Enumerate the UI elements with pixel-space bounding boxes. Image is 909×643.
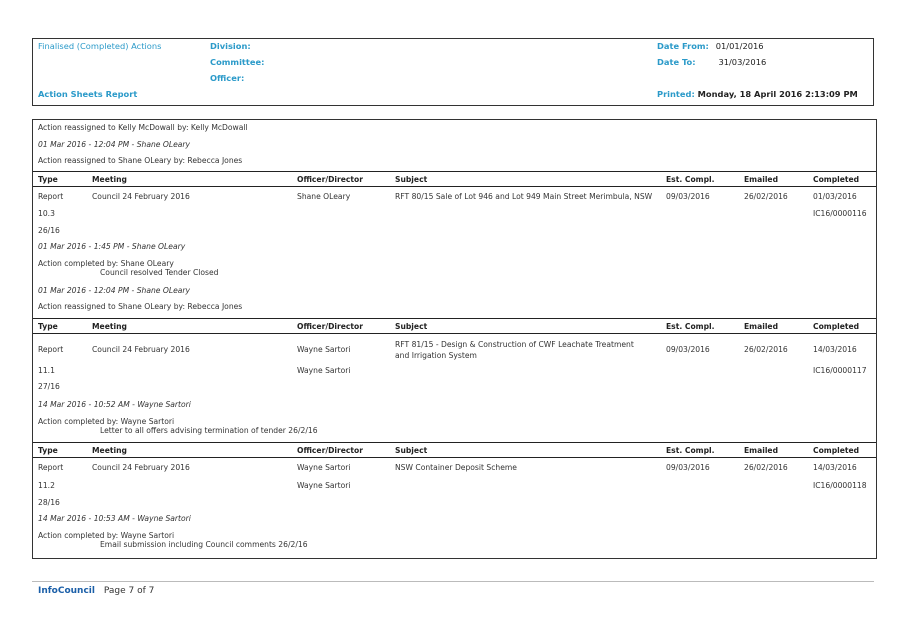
intro-line: 01 Mar 2016 - 12:04 PM - Shane OLeary bbox=[38, 140, 191, 149]
col-est-compl: Est. Compl. bbox=[666, 446, 715, 455]
action-officer: Wayne Sartori bbox=[297, 345, 351, 354]
intro-line: Action reassigned to Shane OLeary by: Re… bbox=[38, 156, 243, 165]
col-completed: Completed bbox=[813, 322, 860, 331]
date-to: Date To: 31/03/2016 bbox=[657, 57, 766, 67]
col-est-compl: Est. Compl. bbox=[666, 322, 715, 331]
date-from-value: 01/01/2016 bbox=[715, 41, 764, 51]
action-completed: 14/03/2016 bbox=[813, 463, 857, 472]
report-title: Action Sheets Report bbox=[38, 89, 138, 99]
table-header: Type Meeting Officer/Director Subject Es… bbox=[33, 171, 876, 187]
date-from: Date From: 01/01/2016 bbox=[657, 41, 764, 51]
action-note-line: Action completed by: Wayne Sartori bbox=[38, 417, 175, 426]
action-note: 01 Mar 2016 - 12:04 PM - Shane OLeary bbox=[38, 286, 191, 295]
action-note: Action completed by: Wayne Sartori Email… bbox=[38, 531, 308, 549]
action-subject: RFT 81/15 - Design & Construction of CWF… bbox=[395, 340, 634, 360]
date-from-label: Date From: bbox=[657, 41, 709, 51]
action-note-detail: Council resolved Tender Closed bbox=[100, 268, 219, 277]
date-to-label: Date To: bbox=[657, 57, 696, 67]
col-emailed: Emailed bbox=[744, 322, 779, 331]
action-officer-secondary: Wayne Sartori bbox=[297, 366, 351, 375]
action-note: Action completed by: Shane OLeary Counci… bbox=[38, 259, 219, 277]
col-meeting: Meeting bbox=[92, 322, 127, 331]
printed-label: Printed: bbox=[657, 89, 695, 99]
action-type: Report bbox=[38, 463, 64, 472]
action-number: 28/16 bbox=[38, 498, 60, 507]
action-note: Action reassigned to Shane OLeary by: Re… bbox=[38, 302, 243, 311]
action-type: Report bbox=[38, 192, 64, 201]
action-type: Report bbox=[38, 345, 64, 354]
action-number: 27/16 bbox=[38, 382, 60, 391]
action-est-compl: 09/03/2016 bbox=[666, 192, 710, 201]
action-subject: RFT 80/15 Sale of Lot 946 and Lot 949 Ma… bbox=[395, 192, 653, 201]
date-to-value: 31/03/2016 bbox=[718, 57, 767, 67]
action-officer: Shane OLeary bbox=[297, 192, 351, 201]
infocouncil-logo: InfoCouncil bbox=[38, 586, 95, 596]
action-officer: Wayne Sartori bbox=[297, 463, 351, 472]
action-completed: 01/03/2016 bbox=[813, 192, 857, 201]
action-est-compl: 09/03/2016 bbox=[666, 463, 710, 472]
action-item: 11.2 bbox=[38, 481, 55, 490]
action-meeting: Council 24 February 2016 bbox=[92, 345, 190, 354]
action-note-detail: Email submission including Council comme… bbox=[100, 540, 308, 549]
report-header: Finalised (Completed) Actions Action She… bbox=[32, 38, 874, 106]
action-note: 01 Mar 2016 - 1:45 PM - Shane OLeary bbox=[38, 242, 186, 251]
col-officer: Officer/Director bbox=[297, 175, 363, 184]
col-subject: Subject bbox=[395, 446, 428, 455]
table-header: Type Meeting Officer/Director Subject Es… bbox=[33, 318, 876, 334]
action-note-detail: Letter to all offers advising terminatio… bbox=[100, 426, 318, 435]
action-meeting: Council 24 February 2016 bbox=[92, 463, 190, 472]
col-officer: Officer/Director bbox=[297, 446, 363, 455]
action-item: 10.3 bbox=[38, 209, 55, 218]
printed: Printed: Monday, 18 April 2016 2:13:09 P… bbox=[657, 89, 858, 99]
col-type: Type bbox=[38, 322, 58, 331]
officer-label: Officer: bbox=[210, 73, 245, 83]
division-label: Division: bbox=[210, 41, 251, 51]
action-note-line: Action completed by: Wayne Sartori bbox=[38, 531, 175, 540]
col-meeting: Meeting bbox=[92, 446, 127, 455]
action-item: 11.1 bbox=[38, 366, 55, 375]
action-note-line: Action completed by: Shane OLeary bbox=[38, 259, 174, 268]
col-est-compl: Est. Compl. bbox=[666, 175, 715, 184]
action-ref: IC16/0000117 bbox=[813, 366, 867, 375]
col-officer: Officer/Director bbox=[297, 322, 363, 331]
action-note: Action completed by: Wayne Sartori Lette… bbox=[38, 417, 318, 435]
col-meeting: Meeting bbox=[92, 175, 127, 184]
page-footer: InfoCouncil Page 7 of 7 bbox=[38, 586, 154, 596]
action-ref: IC16/0000116 bbox=[813, 209, 867, 218]
action-meeting: Council 24 February 2016 bbox=[92, 192, 190, 201]
col-type: Type bbox=[38, 175, 58, 184]
action-emailed: 26/02/2016 bbox=[744, 345, 788, 354]
col-emailed: Emailed bbox=[744, 446, 779, 455]
action-est-compl: 09/03/2016 bbox=[666, 345, 710, 354]
col-emailed: Emailed bbox=[744, 175, 779, 184]
action-emailed: 26/02/2016 bbox=[744, 463, 788, 472]
action-note: 14 Mar 2016 - 10:53 AM - Wayne Sartori bbox=[38, 514, 191, 523]
table-header: Type Meeting Officer/Director Subject Es… bbox=[33, 442, 876, 458]
col-completed: Completed bbox=[813, 446, 860, 455]
intro-line: Action reassigned to Kelly McDowall by: … bbox=[38, 123, 248, 132]
footer-divider bbox=[32, 581, 874, 582]
action-note: 14 Mar 2016 - 10:52 AM - Wayne Sartori bbox=[38, 400, 191, 409]
action-subject: NSW Container Deposit Scheme bbox=[395, 463, 517, 472]
page-number: Page 7 of 7 bbox=[103, 586, 155, 596]
action-sheets-body: Action reassigned to Kelly McDowall by: … bbox=[32, 119, 877, 559]
col-type: Type bbox=[38, 446, 58, 455]
action-number: 26/16 bbox=[38, 226, 60, 235]
report-type: Finalised (Completed) Actions bbox=[38, 41, 162, 51]
col-subject: Subject bbox=[395, 322, 428, 331]
action-ref: IC16/0000118 bbox=[813, 481, 867, 490]
action-emailed: 26/02/2016 bbox=[744, 192, 788, 201]
action-officer-secondary: Wayne Sartori bbox=[297, 481, 351, 490]
action-completed: 14/03/2016 bbox=[813, 345, 857, 354]
printed-value: Monday, 18 April 2016 2:13:09 PM bbox=[697, 89, 858, 99]
col-subject: Subject bbox=[395, 175, 428, 184]
col-completed: Completed bbox=[813, 175, 860, 184]
committee-label: Committee: bbox=[210, 57, 265, 67]
